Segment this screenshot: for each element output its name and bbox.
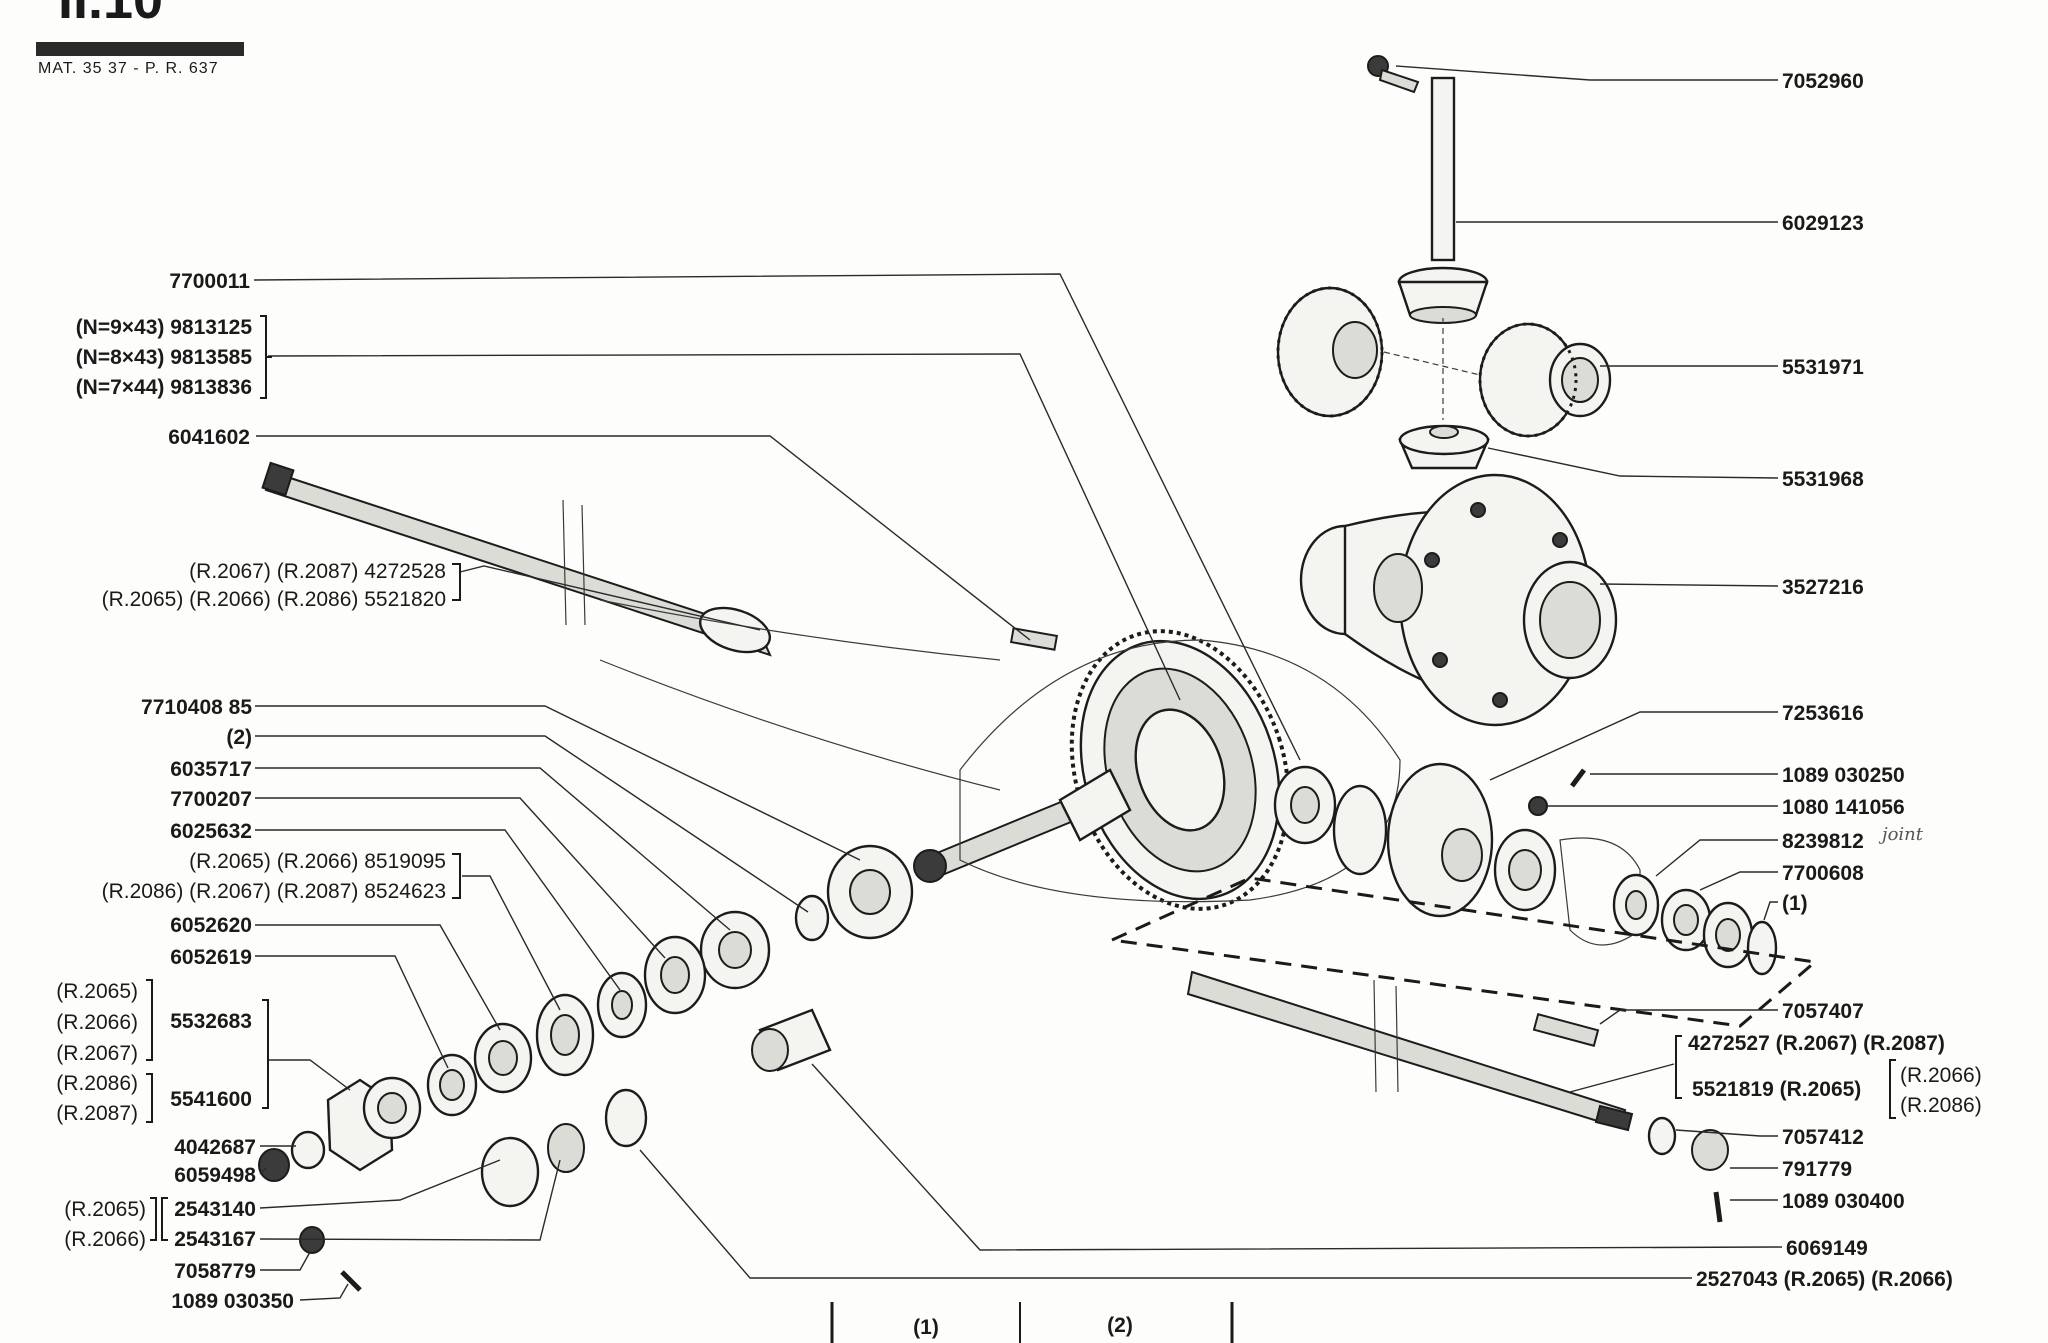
planet-gear-upper <box>1397 266 1489 324</box>
label-r2067-a: (R.2067) <box>56 1042 138 1065</box>
bolt-6041602 <box>1009 627 1059 651</box>
lower-right-axle-shaft <box>1186 970 1634 1132</box>
sleeve-6069149 <box>751 1008 832 1072</box>
label-771040885: 7710408 85 <box>141 696 252 719</box>
brackets <box>146 315 1896 1241</box>
label-r2086-a: (R.2086) <box>56 1072 138 1095</box>
label-7057412: 7057412 <box>1782 1126 1864 1149</box>
left-labels: 7700011 (N=9×43) 9813125 (N=8×43) 981358… <box>56 270 446 1313</box>
label-9813836: (N=7×44) 9813836 <box>76 376 252 399</box>
pin-6029123 <box>1430 76 1456 262</box>
footer-note-2: (2) <box>1107 1314 1133 1337</box>
nut-791779 <box>1691 1129 1729 1171</box>
parts-drawing <box>258 55 1819 1292</box>
nut-7058779 <box>299 1226 325 1254</box>
label-6035717: 6035717 <box>170 758 252 781</box>
handwritten-joint-note: joint <box>1878 824 1924 845</box>
label-8524623: (R.2086) (R.2067) (R.2087) 8524623 <box>102 880 446 903</box>
label-note-2: (2) <box>226 726 252 749</box>
label-791779: 791779 <box>1782 1158 1852 1181</box>
mat-reference: MAT. 35 37 - P. R. 637 <box>38 60 219 77</box>
label-5521819: 5521819 (R.2065) <box>1692 1078 1861 1101</box>
label-5531971: 5531971 <box>1782 356 1864 379</box>
header-bar <box>36 42 244 56</box>
screw-7052960 <box>1367 55 1420 94</box>
label-9813125: (N=9×43) 9813125 <box>76 316 253 339</box>
upper-left-axle-shaft <box>261 461 772 657</box>
label-4272527: 4272527 (R.2067) (R.2087) <box>1688 1032 1945 1055</box>
label-7253616: 7253616 <box>1782 702 1864 725</box>
label-6059498: 6059498 <box>174 1164 256 1187</box>
pin-1089030400 <box>1713 1191 1723 1223</box>
label-6029123: 6029123 <box>1782 212 1864 235</box>
key-7057407 <box>1532 1013 1600 1047</box>
label-2527043: 2527043 (R.2065) (R.2066) <box>1696 1268 1953 1291</box>
label-6025632: 6025632 <box>170 820 252 843</box>
label-r2066-c: (R.2066) <box>1900 1064 1982 1087</box>
side-gear-left <box>1276 286 1384 418</box>
label-8519095: (R.2065) (R.2066) 8519095 <box>189 850 446 873</box>
right-labels: 7052960 6029123 5531971 5531968 3527216 … <box>1688 70 1982 1291</box>
nut-1080141056 <box>1528 796 1548 816</box>
label-6069149: 6069149 <box>1786 1237 1868 1260</box>
label-6052619: 6052619 <box>170 946 252 969</box>
bearing-2543140 <box>480 1136 540 1208</box>
label-note-1: (1) <box>1782 892 1808 915</box>
label-9813585: (N=8×43) 9813585 <box>76 346 253 369</box>
label-7700608: 7700608 <box>1782 862 1864 885</box>
planet-gear-lower <box>1398 424 1490 470</box>
leader-lines <box>253 65 1783 1301</box>
label-5521820: (R.2065) (R.2066) (R.2086) 5521820 <box>102 588 446 611</box>
label-5531968: 5531968 <box>1782 468 1864 491</box>
label-r2086-c: (R.2086) <box>1900 1094 1982 1117</box>
label-r2087-a: (R.2087) <box>56 1102 138 1125</box>
washer-7057412 <box>1647 1116 1677 1156</box>
label-7057407: 7057407 <box>1782 1000 1864 1023</box>
footer-legend: (1) (2) <box>830 1302 1234 1343</box>
footer-note-1: (1) <box>913 1316 939 1339</box>
label-8239812: 8239812 <box>1782 830 1864 853</box>
label-7700011: 7700011 <box>169 270 250 293</box>
label-1089030400: 1089 030400 <box>1782 1190 1905 1213</box>
pin-1089030350 <box>340 1270 362 1292</box>
label-3527216: 3527216 <box>1782 576 1864 599</box>
label-r2066-a: (R.2066) <box>56 1011 138 1034</box>
washer-2527043 <box>604 1088 648 1148</box>
label-7058779: 7058779 <box>174 1260 256 1283</box>
plate-number: II.10 <box>58 0 163 30</box>
housing-outline <box>959 639 1401 903</box>
label-1089030350: 1089 030350 <box>171 1290 294 1313</box>
label-7700207: 7700207 <box>170 788 252 811</box>
washer-4042687 <box>290 1130 326 1170</box>
label-6052620: 6052620 <box>170 914 252 937</box>
label-r2065-b: (R.2065) <box>64 1198 146 1221</box>
carrier-assembly <box>1273 762 1778 976</box>
label-7052960: 7052960 <box>1782 70 1864 93</box>
left-bearing-stack <box>426 844 914 1117</box>
nut-6059498 <box>258 1148 290 1182</box>
gear-2543167 <box>547 1123 585 1173</box>
label-1080141056: 1080 141056 <box>1782 796 1905 819</box>
label-1089030250: 1089 030250 <box>1782 764 1905 787</box>
label-4272528: (R.2067) (R.2087) 4272528 <box>189 560 446 583</box>
label-6041602: 6041602 <box>168 426 250 449</box>
label-2543167: 2543167 <box>174 1228 256 1251</box>
label-4042687: 4042687 <box>174 1136 256 1159</box>
side-gear-right <box>1478 322 1612 438</box>
differential-case <box>1299 473 1618 727</box>
label-r2066-b: (R.2066) <box>64 1228 146 1251</box>
ring-gear <box>1069 629 1291 911</box>
label-r2065-a: (R.2065) <box>56 980 138 1003</box>
label-5541600: 5541600 <box>170 1088 252 1111</box>
flange-5532683 <box>326 1076 422 1172</box>
pin-1089030250 <box>1570 768 1586 788</box>
label-2543140: 2543140 <box>174 1198 256 1221</box>
pinion-shaft <box>913 768 1132 883</box>
label-5532683: 5532683 <box>170 1010 252 1033</box>
